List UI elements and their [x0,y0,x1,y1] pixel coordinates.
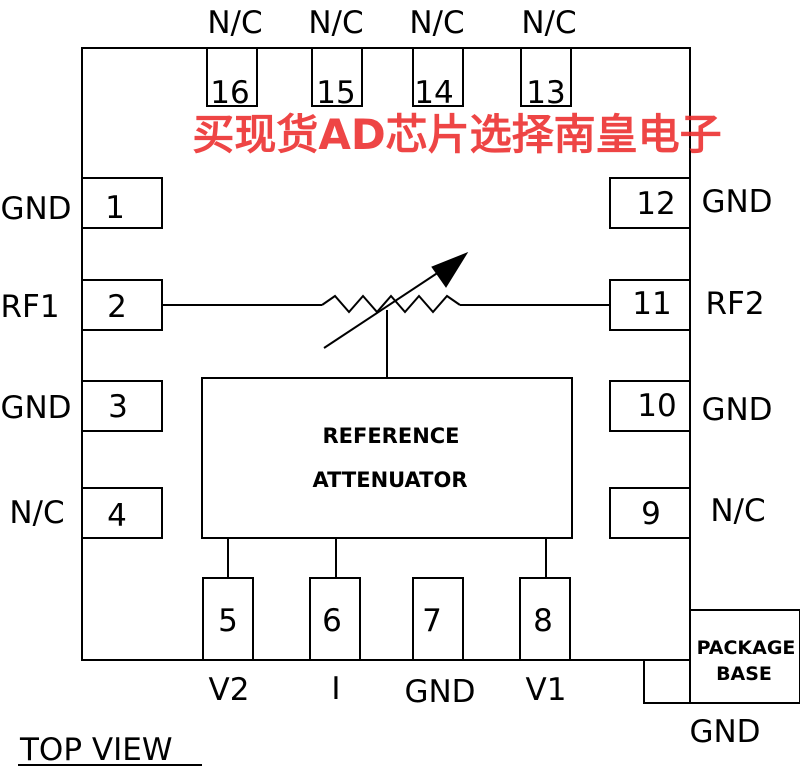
pin-16-label: N/C [207,5,262,41]
pin-10-number: 10 [637,388,676,424]
pin-8-label: V1 [526,672,567,708]
pin-12-pad [609,177,691,229]
left-pins: 1 GND 2 RF1 3 GND 4 N/C [0,177,163,539]
package-base-text-2: BASE [716,663,772,685]
pin-14-label: N/C [409,5,464,41]
right-pins: 12 GND 11 RF2 10 GND 9 N/C [609,177,773,539]
pin-2-label: RF1 [0,289,59,325]
package-base-text-1: PACKAGE [697,637,796,659]
pin-16-pad [206,47,258,107]
top-view-label: TOP VIEW [19,732,172,768]
pin-15-pad [311,47,363,107]
top-pins: 16 N/C 15 N/C 14 N/C 13 N/C [206,5,577,111]
variable-attenuator-symbol [162,251,610,378]
pin-3-number: 3 [108,389,128,425]
pin-14-number: 14 [414,75,453,111]
pin-10-pad [609,380,691,432]
pin-6-label: I [331,671,340,707]
pin-1-label: GND [0,191,71,227]
pin-5-label: V2 [209,672,250,708]
pin-2-pad [81,279,163,331]
pin-9-label: N/C [710,493,765,529]
variable-arrow-shaft [323,265,449,349]
pin-6-number: 6 [322,603,342,639]
pin-13-number: 13 [526,75,565,111]
reference-attenuator-text-1: REFERENCE [322,424,459,448]
reference-attenuator-block [201,377,573,539]
pin-3-label: GND [0,390,71,426]
pin-8-pad [519,577,571,661]
variable-arrow-head [431,251,469,288]
package-outline [81,47,691,661]
pin-14-pad [412,47,464,107]
pin-11-number: 11 [632,286,671,322]
pin-8-number: 8 [533,603,553,639]
pin-15-number: 15 [316,75,355,111]
pin-15-label: N/C [308,5,363,41]
pin-7-pad [412,577,464,661]
pin-12-number: 12 [636,186,675,222]
pin-1-number: 1 [105,190,125,226]
bottom-pins: 5 V2 6 I 7 GND 8 V1 [202,577,571,710]
resistor-zigzag [321,294,461,314]
pin-4-pad [81,487,163,539]
pin-11-label: RF2 [705,286,764,322]
pin-1-pad [81,177,163,229]
package-base-box [689,609,800,704]
watermark-text: 买现货AD芯片选择南皇电子 [192,110,721,159]
pin-9-number: 9 [641,496,661,532]
pin-11-pad [609,279,691,331]
pin-6-pad [309,577,361,661]
pin-13-label: N/C [521,5,576,41]
pin-4-number: 4 [107,498,127,534]
pin-2-number: 2 [107,289,127,325]
pin-7-label: GND [404,674,475,710]
pin-12-label: GND [701,184,772,220]
pin-5-number: 5 [218,603,238,639]
package-base-gnd-label: GND [689,714,760,750]
pin-16-number: 16 [210,75,249,111]
pin-10-label: GND [701,392,772,428]
pin-9-pad [609,487,691,539]
pin-7-number: 7 [422,603,442,639]
pin-3-pad [81,380,163,432]
pin-5-pad [202,577,254,661]
reference-attenuator-text-2: ATTENUATOR [312,468,467,492]
pin-13-pad [520,47,572,107]
pin-4-label: N/C [9,495,64,531]
